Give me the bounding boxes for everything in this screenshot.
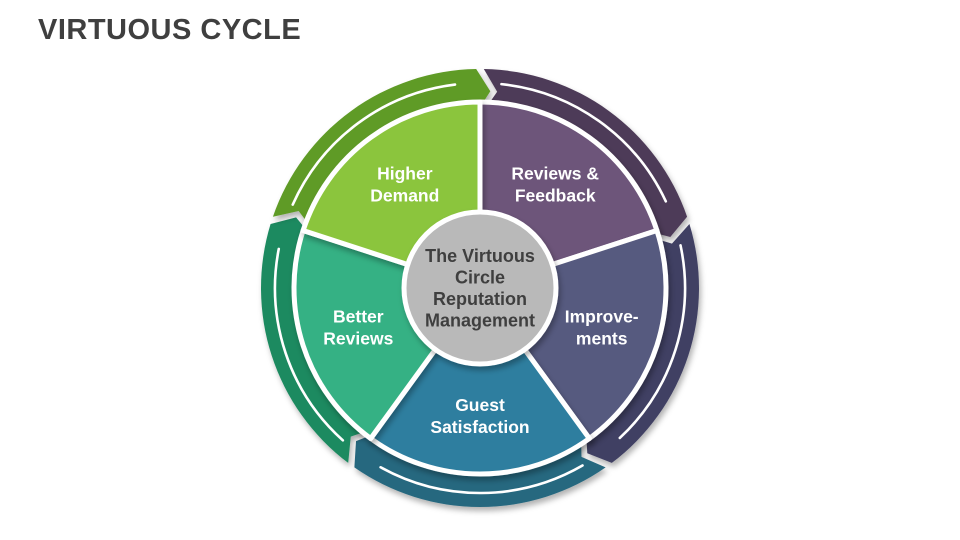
label-improvements-line1: Improve- xyxy=(565,307,639,327)
label-higher-demand-line2: Demand xyxy=(370,185,439,205)
center-text-line4: Management xyxy=(425,311,535,331)
label-guest-satisfaction-line1: Guest xyxy=(455,395,505,415)
center-circle-group: The Virtuous Circle Reputation Managemen… xyxy=(401,209,559,367)
accent-line-better-reviews xyxy=(273,247,345,442)
arrow-band-better-reviews xyxy=(261,217,375,463)
label-higher-demand-line1: Higher xyxy=(377,163,433,183)
accent-line-higher-demand xyxy=(291,83,457,206)
label-guest-satisfaction-line2: Satisfaction xyxy=(430,417,529,437)
label-reviews-feedback-line1: Reviews & xyxy=(511,163,599,183)
label-reviews-feedback-line2: Feedback xyxy=(515,185,596,205)
ring-accent-lines xyxy=(273,82,687,495)
center-circle xyxy=(401,209,559,367)
center-text-line3: Reputation xyxy=(433,289,527,309)
page-title: VIRTUOUS CYCLE xyxy=(38,14,302,46)
accent-line-improvements xyxy=(618,244,687,440)
label-improvements-line2: ments xyxy=(576,329,628,349)
segment-labels: Reviews &FeedbackImprove-mentsGuestSatis… xyxy=(323,163,639,437)
wedge-guest-satisfaction xyxy=(368,285,592,477)
label-better-reviews-line2: Reviews xyxy=(323,329,393,349)
center-text-line1: The Virtuous xyxy=(425,246,535,266)
accent-line-guest-satisfaction xyxy=(379,464,584,495)
center-text-line2: Circle xyxy=(455,268,505,288)
accent-line-reviews-feedback xyxy=(500,82,668,203)
label-better-reviews-line1: Better xyxy=(333,307,384,327)
